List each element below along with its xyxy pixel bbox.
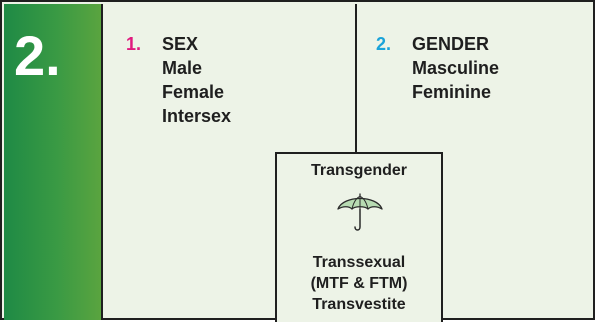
gender-title: GENDER bbox=[412, 34, 490, 54]
gender-item: Masculine bbox=[412, 58, 500, 78]
sex-list: SEX Male Female Intersex bbox=[162, 32, 231, 128]
sex-item: Intersex bbox=[162, 106, 232, 126]
gender-number: 2. bbox=[376, 34, 392, 54]
gender-list: GENDER Masculine Feminine bbox=[412, 32, 499, 104]
transgender-list: Transsexual (MTF & FTM) Transvestite bbox=[277, 252, 441, 315]
section-number: 2. bbox=[14, 24, 61, 87]
sex-row: 1. SEX Male Female Intersex bbox=[126, 32, 231, 128]
transgender-item: Transvestite bbox=[312, 296, 406, 313]
sex-column: 1. SEX Male Female Intersex bbox=[126, 32, 231, 128]
sex-item: Male bbox=[162, 58, 203, 78]
transgender-title: Transgender bbox=[310, 162, 408, 179]
gender-column: 2. GENDER Masculine Feminine bbox=[376, 32, 499, 104]
gender-row: 2. GENDER Masculine Feminine bbox=[376, 32, 499, 104]
sex-item: Female bbox=[162, 82, 225, 102]
transgender-item: (MTF & FTM) bbox=[310, 275, 408, 292]
column-divider bbox=[355, 4, 357, 152]
section-badge: 2. bbox=[4, 4, 103, 320]
transgender-box: Transgender Transsexual (MTF & FTM) Tran… bbox=[275, 152, 443, 322]
sex-number: 1. bbox=[126, 34, 142, 54]
umbrella-icon bbox=[337, 193, 383, 231]
gender-item: Feminine bbox=[412, 82, 492, 102]
transgender-item: Transsexual bbox=[312, 254, 406, 271]
sex-title: SEX bbox=[162, 34, 199, 54]
